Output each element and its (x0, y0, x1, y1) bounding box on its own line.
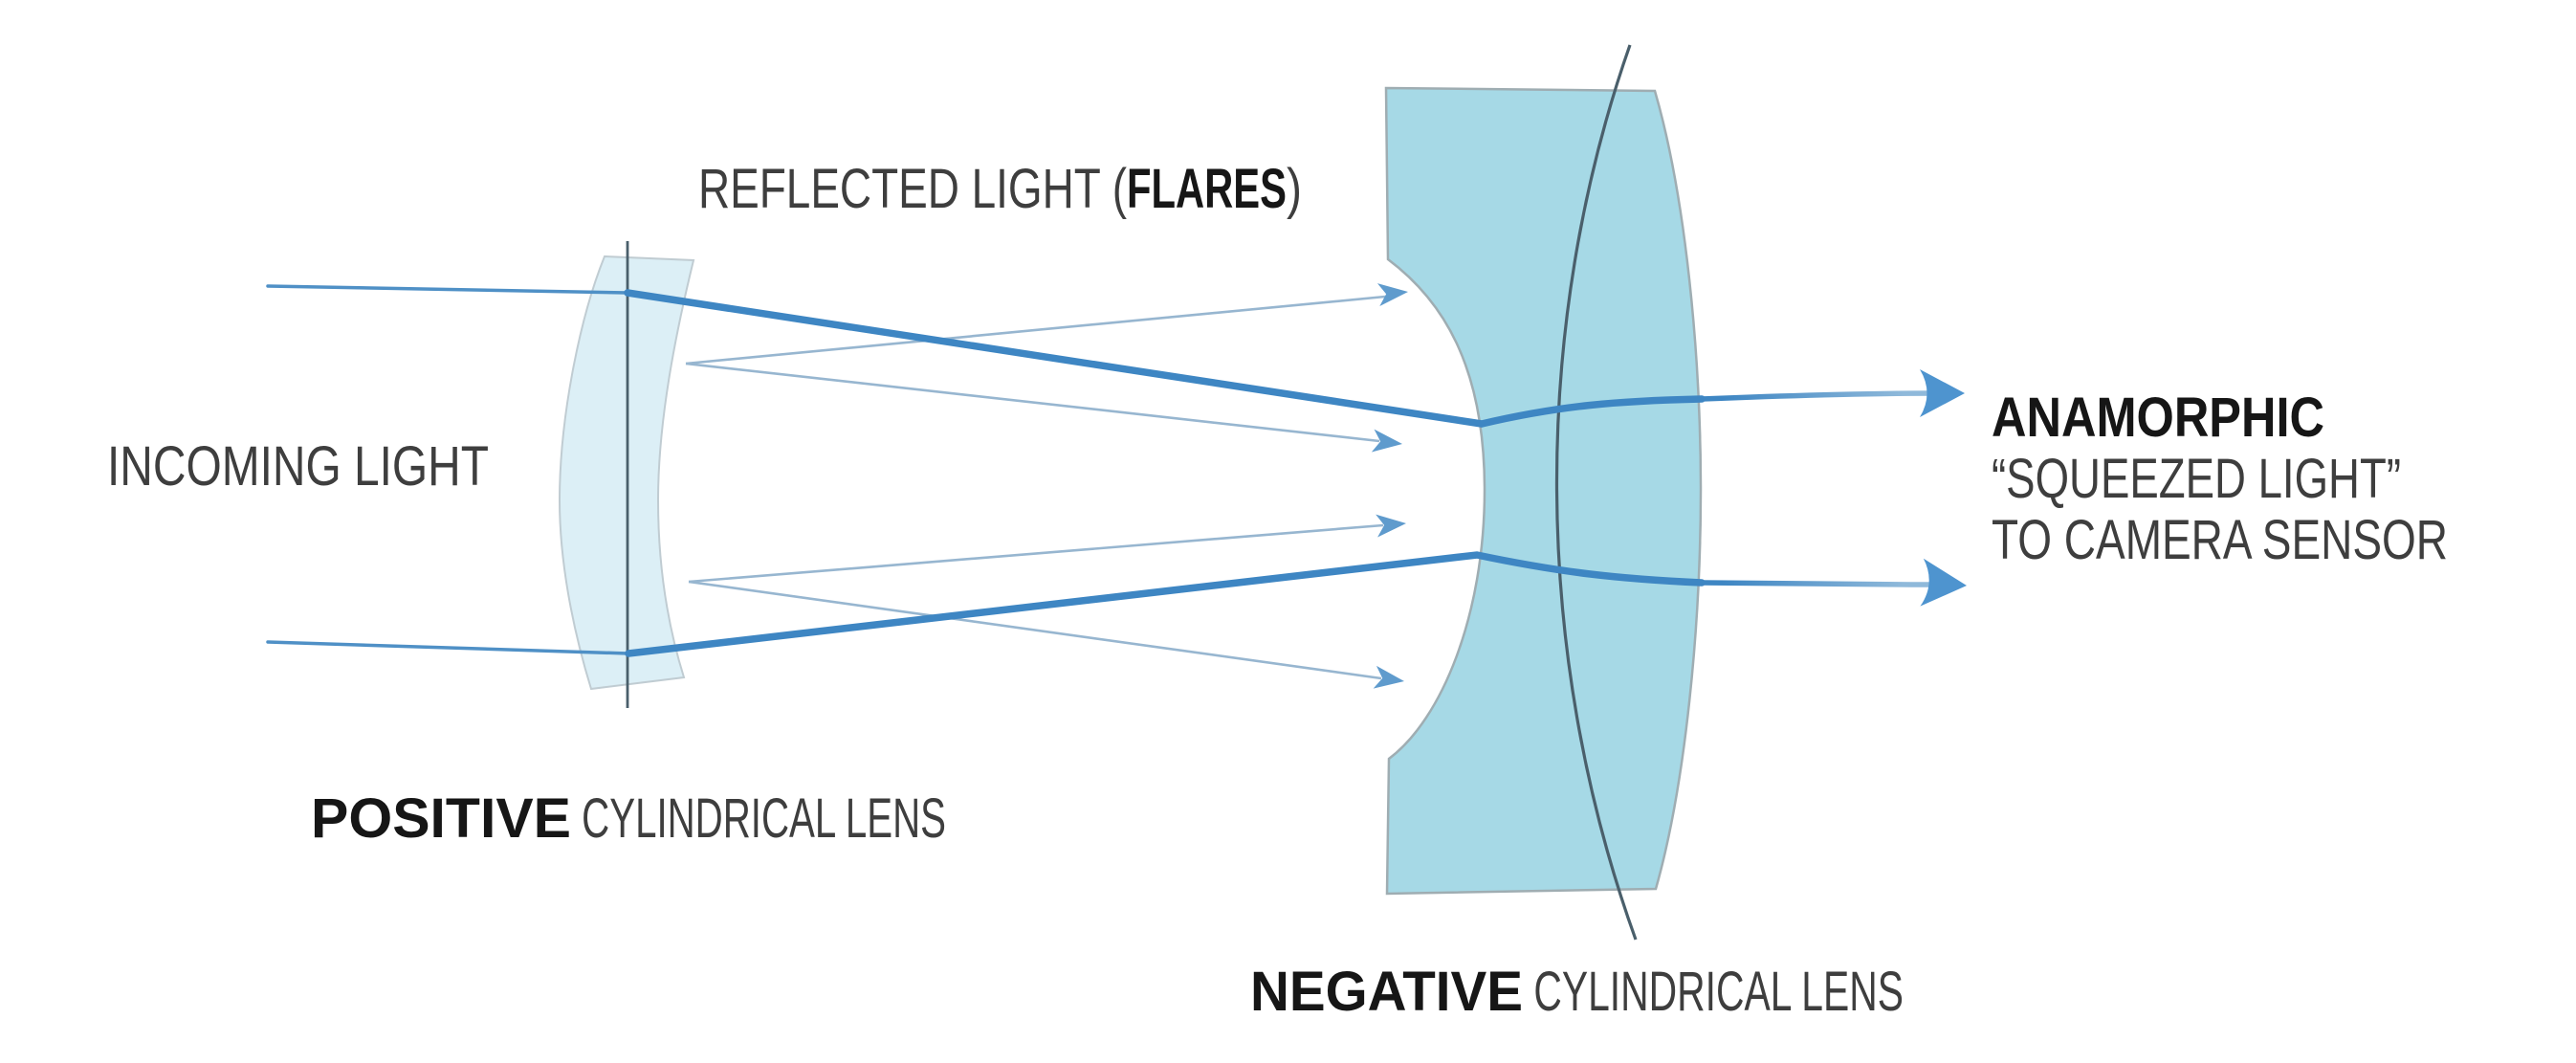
diagram-labels: REFLECTED LIGHT (FLARES) INCOMING LIGHT … (107, 158, 2448, 1023)
lens-axis-lines (626, 44, 1638, 941)
negative-lens-label-bold: NEGATIVE (1250, 961, 1523, 1023)
incoming-ray-bottom (266, 640, 630, 655)
flare-right-arrow-icon-3 (1376, 514, 1406, 538)
main-ray-bottom (625, 551, 1706, 657)
main-rays (624, 289, 1706, 657)
incoming-light-label: INCOMING LIGHT (107, 435, 489, 498)
incoming-rays (266, 284, 630, 655)
anamorphic-label-line2: “SQUEEZED LIGHT” (1992, 448, 2401, 510)
exit-right-arrow-icon-top (1920, 369, 1965, 417)
negative-lens-label-rest: CYLINDRICAL LENS (1523, 961, 1904, 1023)
negative-cylindrical-lens-shape (1384, 86, 1703, 896)
negative-lens-meridian-line (1554, 44, 1638, 941)
exit-right-arrow-icon-bottom (1920, 558, 1967, 607)
reflected-light-label-pre: REFLECTED LIGHT ( (698, 158, 1127, 220)
flare-rays (685, 295, 1386, 680)
flare-ray-2 (685, 362, 1380, 443)
anamorphic-label-line1: ANAMORPHIC (1992, 387, 2324, 449)
flare-right-arrow-icon-4 (1373, 665, 1404, 689)
flare-right-arrow-icon-1 (1376, 283, 1408, 307)
exit-ray-bottom (1699, 580, 1939, 587)
incoming-ray-top (266, 284, 629, 295)
flare-ray-3 (688, 523, 1384, 584)
flare-right-arrow-icon-2 (1371, 429, 1402, 453)
flare-arrowheads (1371, 283, 1408, 689)
exit-arrowheads (1920, 369, 1967, 607)
positive-lens-label-bold: POSITIVE (311, 787, 571, 850)
positive-lens-label-rest: CYLINDRICAL LENS (571, 787, 946, 850)
exit-ray-top (1699, 390, 1939, 402)
negative-lens-label: NEGATIVE CYLINDRICAL LENS (1250, 961, 1904, 1023)
flare-ray-4 (688, 580, 1382, 680)
reflected-light-label: REFLECTED LIGHT (FLARES) (698, 158, 1302, 220)
flare-ray-1 (685, 295, 1386, 365)
reflected-light-label-post: ) (1287, 158, 1302, 220)
reflected-light-label-bold: FLARES (1127, 158, 1287, 220)
positive-lens-label: POSITIVE CYLINDRICAL LENS (311, 787, 946, 850)
main-ray-top (624, 289, 1706, 428)
anamorphic-label-line3: TO CAMERA SENSOR (1992, 509, 2448, 571)
